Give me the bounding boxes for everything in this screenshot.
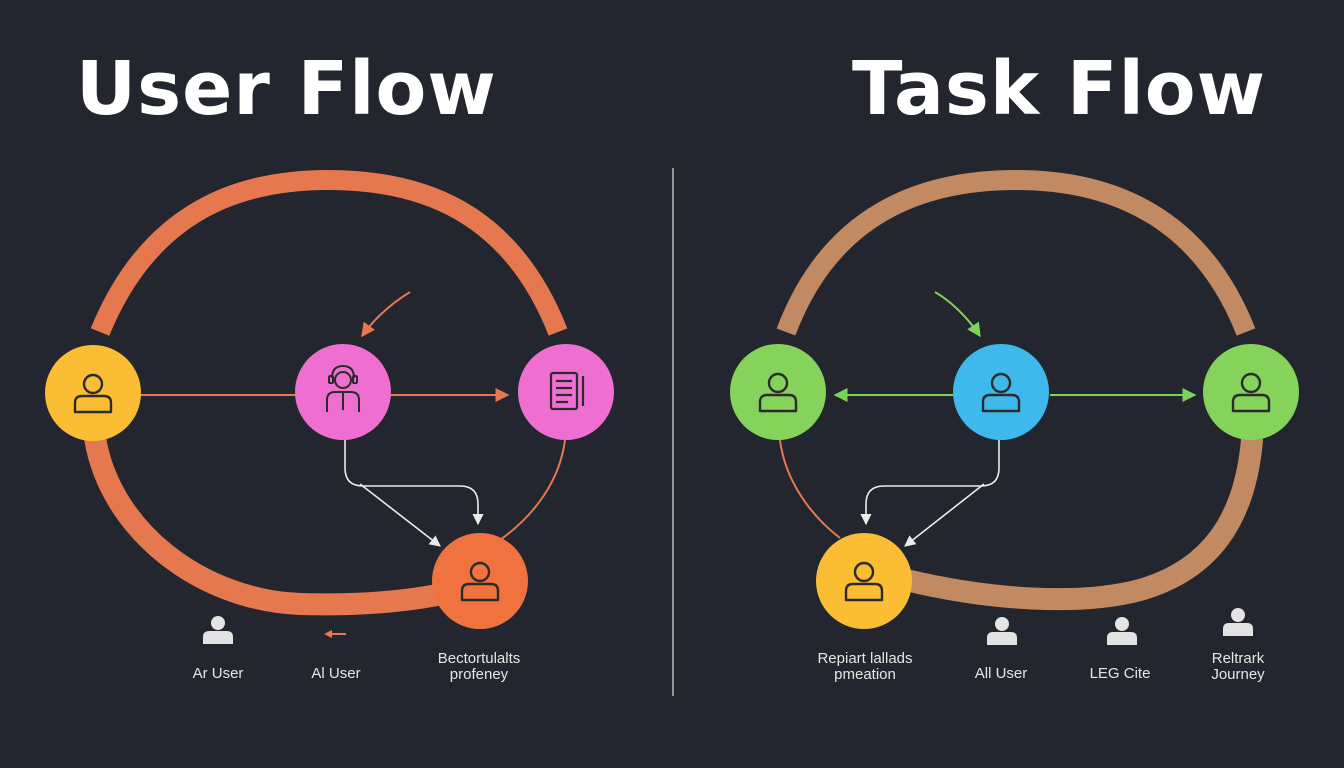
- legend-label-ar-user: Ar User: [192, 665, 244, 682]
- user-flow-bottom-arc: [84, 427, 471, 616]
- user-flow-route-arrow-2: [359, 483, 441, 547]
- legend-label-al-user: Al User: [311, 665, 361, 682]
- task-flow-node-yellow[interactable]: [816, 533, 912, 629]
- task-flow-node-green-left[interactable]: [730, 344, 826, 440]
- legend-label-reltrark: Reltrark Journey: [1211, 650, 1265, 683]
- document-icon: [549, 371, 585, 411]
- user-flow-node-document[interactable]: [518, 344, 614, 440]
- headset-agent-icon: [326, 364, 360, 412]
- legend-label-repiart: Repiart lallads pmeation: [817, 650, 913, 683]
- user-flow-node-yellow[interactable]: [45, 345, 141, 441]
- user-flow-node-orange[interactable]: [432, 533, 528, 629]
- user-flow-title: User Flow: [76, 46, 497, 132]
- task-flow-top-arc: [776, 169, 1256, 336]
- task-flow-route-arrow-2: [904, 483, 985, 547]
- task-flow-node-blue[interactable]: [953, 344, 1049, 440]
- person-icon: [1107, 617, 1137, 645]
- legend-label-bectortulalts: Bectortulalts profeney: [437, 650, 521, 683]
- task-flow-incoming-arrow: [934, 291, 981, 338]
- legend-label-leg-cite: LEG Cite: [1089, 665, 1151, 682]
- person-icon: [203, 616, 233, 644]
- user-flow-node-agent[interactable]: [295, 344, 391, 440]
- person-icon: [987, 617, 1017, 645]
- task-flow-bottom-arc: [895, 429, 1263, 611]
- task-flow-title: Task Flow: [852, 46, 1267, 132]
- legend-label-all-user: All User: [974, 665, 1028, 682]
- user-flow-diagram: [45, 169, 614, 644]
- task-flow-route-arrow-1: [860, 438, 1000, 526]
- user-flow-right-link: [499, 439, 566, 541]
- task-flow-diagram: [730, 169, 1299, 645]
- arrow-left-icon: [324, 630, 346, 638]
- user-flow-incoming-arrow: [361, 291, 411, 338]
- task-flow-left-link: [779, 439, 841, 539]
- user-flow-top-arc: [90, 169, 568, 336]
- user-flow-route-arrow-1: [344, 438, 484, 526]
- task-flow-node-green-right[interactable]: [1203, 344, 1299, 440]
- person-icon: [1223, 608, 1253, 636]
